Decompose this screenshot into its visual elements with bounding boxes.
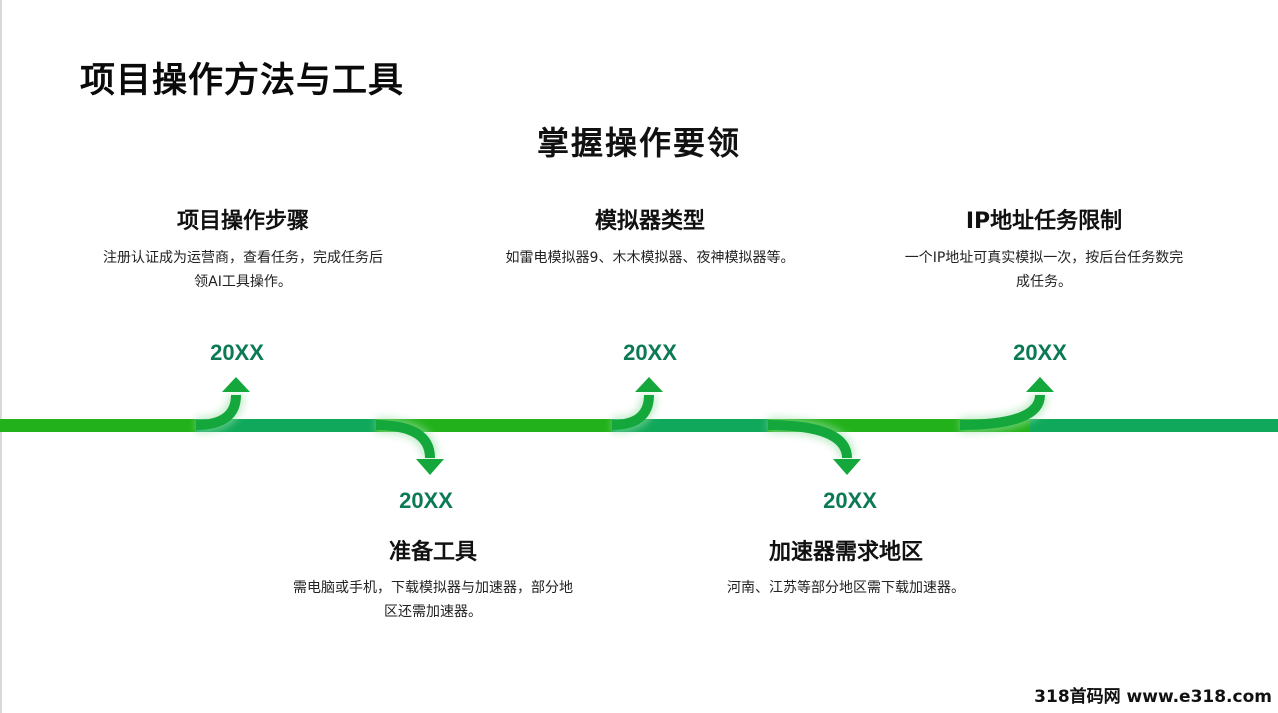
step-title-5: IP地址任务限制 xyxy=(965,209,1123,234)
step-desc-2: 需电脑或手机，下载模拟器与加速器，部分地 区还需加速器。 xyxy=(253,576,613,624)
step-desc-4-line-1: 河南、江苏等部分地区需下载加速器。 xyxy=(727,580,965,596)
down-arrow-icon-2 xyxy=(375,417,444,475)
timeline-segment-3 xyxy=(376,419,612,432)
step-desc-5-line-2: 成任务。 xyxy=(1016,274,1072,290)
step-desc-3-line-1: 如雷电模拟器9、木木模拟器、夜神模拟器等。 xyxy=(505,250,795,266)
timeline-segment-2 xyxy=(196,419,376,432)
step-desc-5-line-1: 一个IP地址可真实模拟一次，按后台任务数完 xyxy=(904,250,1184,266)
timeline-segment-6 xyxy=(1030,419,1278,432)
step-desc-4: 河南、江苏等部分地区需下载加速器。 xyxy=(666,576,1026,600)
page-title: 项目操作方法与工具 xyxy=(80,61,405,101)
section-subtitle: 掌握操作要领 xyxy=(536,124,741,162)
left-edge-rule xyxy=(0,0,2,713)
step-title-2: 准备工具 xyxy=(388,540,477,565)
timeline-segment-1 xyxy=(0,419,196,432)
step-desc-5: 一个IP地址可真实模拟一次，按后台任务数完 成任务。 xyxy=(864,246,1224,294)
step-year-5: 20XX xyxy=(1013,340,1067,365)
step-title-3: 模拟器类型 xyxy=(594,209,705,234)
up-arrow-icon-5 xyxy=(959,377,1054,433)
step-year-3: 20XX xyxy=(623,340,677,365)
step-title-4: 加速器需求地区 xyxy=(768,540,923,565)
timeline-segment-4 xyxy=(612,419,768,432)
step-year-1: 20XX xyxy=(210,340,264,365)
up-arrow-icon-3 xyxy=(611,377,663,433)
step-desc-3: 如雷电模拟器9、木木模拟器、夜神模拟器等。 xyxy=(458,246,842,270)
step-desc-1-line-1: 注册认证成为运营商，查看任务，完成任务后 xyxy=(103,250,383,266)
step-desc-1: 注册认证成为运营商，查看任务，完成任务后 领AI工具操作。 xyxy=(63,246,423,294)
step-title-1: 项目操作步骤 xyxy=(176,209,309,234)
step-desc-2-line-2: 区还需加速器。 xyxy=(384,604,482,620)
watermark-text: 318首码网 www.e318.com xyxy=(1034,687,1272,707)
step-desc-1-line-2: 领AI工具操作。 xyxy=(194,274,292,290)
step-year-4: 20XX xyxy=(823,488,877,513)
step-year-2: 20XX xyxy=(399,488,453,513)
up-arrow-icon-1 xyxy=(195,377,250,433)
down-arrow-icon-4 xyxy=(767,417,861,475)
step-desc-2-line-1: 需电脑或手机，下载模拟器与加速器，部分地 xyxy=(293,580,573,596)
